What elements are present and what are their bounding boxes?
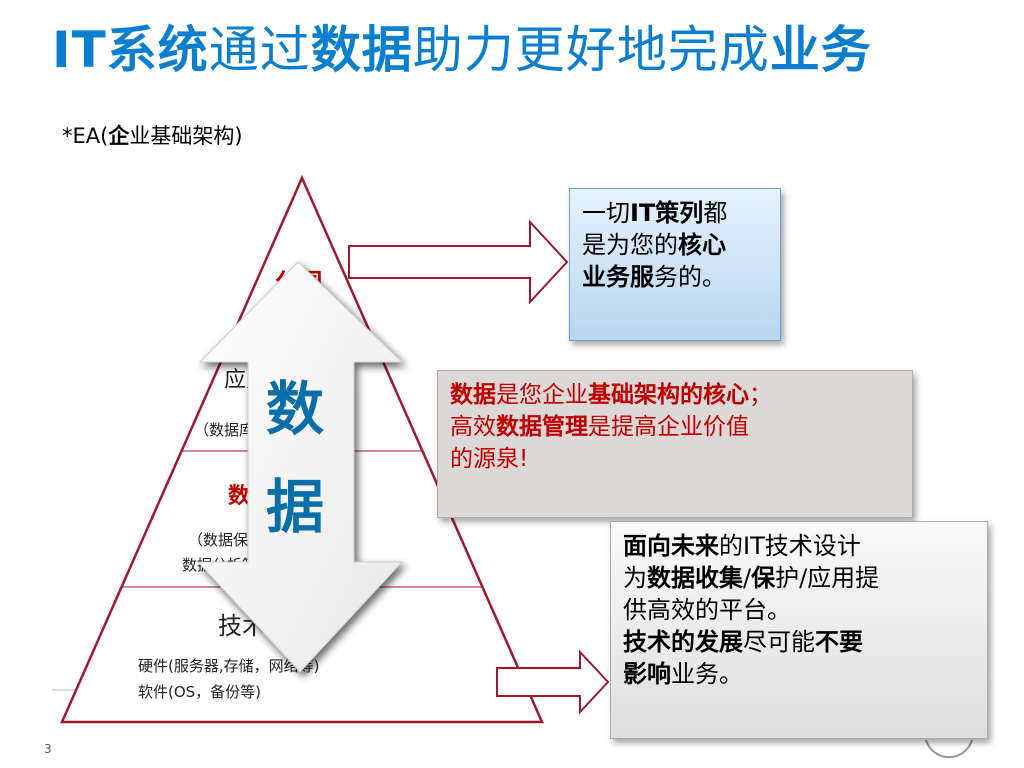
strategy-t4: 是为您的 <box>582 231 678 259</box>
title-part-help: 助力更好地完成 <box>412 21 770 79</box>
strategy-t5: 核心 <box>678 231 726 259</box>
strategy-callout: 一切IT策列都 是为您的核心 业务服务的。 <box>569 188 781 341</box>
arrow-word-char-1: 数 <box>266 375 325 443</box>
pyramid-data-sub-2: 数据分析等） <box>182 556 273 574</box>
pyramid-tech-label: 技术平台 <box>218 612 314 640</box>
ea-subtitle: *EA(企业基础架构) <box>62 120 243 150</box>
future-t5: / <box>743 564 752 592</box>
future-t12: 影响 <box>623 660 671 688</box>
core-t8: 的源泉! <box>450 446 529 472</box>
future-t11: 不要 <box>815 628 863 656</box>
subtitle-bold: 企 <box>108 124 130 148</box>
core-t4: ； <box>749 382 772 408</box>
title-part-it-system: IT系统 <box>52 21 209 79</box>
core-t2: 是您企业 <box>496 382 588 408</box>
arrow-to-strategy-box <box>348 219 569 305</box>
core-t3: 基础架构的核心 <box>588 382 749 408</box>
future-t3: 为 <box>623 564 647 592</box>
arrow-word-char-2: 据 <box>266 473 325 541</box>
data-core-callout: 数据是您企业基础架构的核心； 高效数据管理是提高企业价值 的源泉! <box>437 370 913 518</box>
future-t10: 尽可能 <box>743 628 815 656</box>
title-part-via: 通过 <box>208 21 311 79</box>
corner-circle-icon <box>925 739 973 759</box>
subtitle-rest: 业基础架构) <box>129 124 243 148</box>
future-t7: 护/应用提 <box>775 564 880 592</box>
title-part-business: 业务 <box>769 21 872 79</box>
future-t6: 保 <box>751 564 776 592</box>
future-callout: 面向未来的IT技术设计 为数据收集/保护/应用提 供高效的平台。 技术的发展尽可… <box>610 521 988 739</box>
strategy-t2: IT策列 <box>630 199 704 227</box>
pyramid-tech-sub-1: 硬件(服务器,存储，网络等) <box>138 657 320 675</box>
future-t8: 供高效的平台。 <box>623 596 791 624</box>
strategy-t1: 一切 <box>582 199 630 227</box>
future-t2: 的IT技术设计 <box>719 532 861 560</box>
future-t13: 业务。 <box>671 660 743 688</box>
subtitle-prefix: *EA( <box>62 124 109 148</box>
core-t5: 高效 <box>450 414 496 440</box>
core-t1: 数据 <box>450 382 496 408</box>
pyramid-top-label: 公司 <box>275 268 323 296</box>
core-t7: 是提高企业价值 <box>588 414 749 440</box>
core-t6: 数据管理 <box>496 414 588 440</box>
future-t1: 面向未来 <box>623 532 719 560</box>
title-part-data: 数据 <box>310 21 413 79</box>
strategy-t3: 都 <box>703 199 728 227</box>
future-t4: 数据收集 <box>647 564 743 592</box>
strategy-t7: 务的。 <box>654 263 726 291</box>
strategy-t6: 业务服 <box>582 263 654 291</box>
slide-title: IT系统通过数据助力更好地完成业务 <box>52 18 872 83</box>
pyramid-tech-sub-2: 软件(OS，备份等) <box>138 683 262 701</box>
page-number: 3 <box>44 742 52 756</box>
future-t9: 技术的发展 <box>623 628 743 656</box>
arrow-to-future-box <box>496 649 610 715</box>
